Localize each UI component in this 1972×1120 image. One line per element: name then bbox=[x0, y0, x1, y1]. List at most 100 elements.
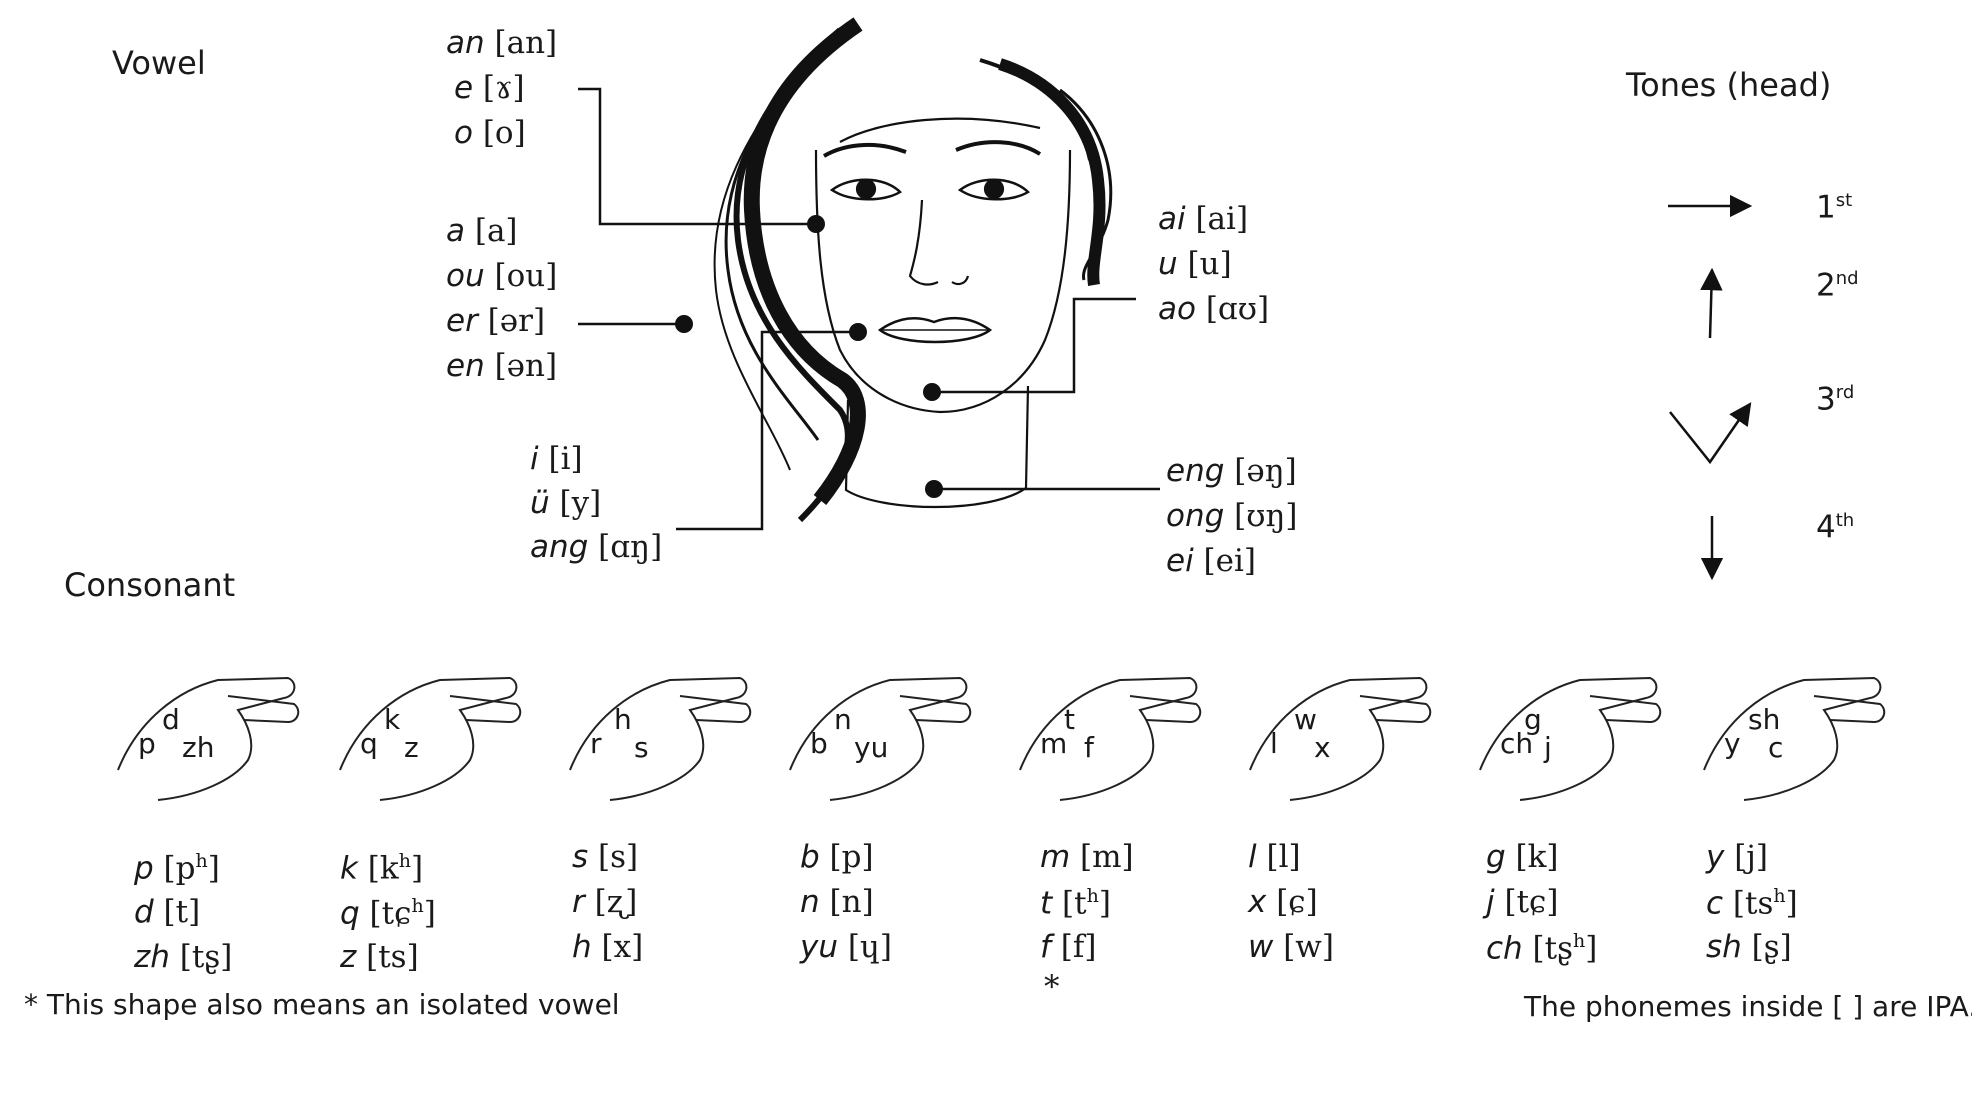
ipa-symbol: [t bbox=[1052, 885, 1087, 922]
consonant-label-j: j [tɕ] bbox=[1486, 887, 1559, 918]
ipa-symbol: [ɑŋ] bbox=[588, 529, 663, 565]
hand-letter-f: f bbox=[1084, 731, 1094, 764]
roman-letter: ao bbox=[1158, 291, 1196, 327]
hand-letter-q: q bbox=[360, 727, 378, 760]
ipa-symbol: [tʂ] bbox=[169, 939, 233, 975]
consonant-label-d: d [t] bbox=[134, 897, 200, 928]
ipa-superscript: h bbox=[398, 850, 411, 872]
ipa-symbol: [w] bbox=[1273, 929, 1334, 965]
consonant-label-m: m [m] bbox=[1040, 842, 1134, 873]
hand-letter-k: k bbox=[384, 703, 401, 736]
vowel-pointer-lines bbox=[578, 87, 1160, 531]
hand-letter-w: w bbox=[1294, 703, 1317, 736]
roman-letter: e bbox=[454, 70, 474, 106]
chin-dot bbox=[923, 383, 941, 401]
hand-letter-n: n bbox=[834, 703, 852, 736]
roman-letter: z bbox=[340, 939, 357, 975]
handshape-3 bbox=[569, 676, 752, 801]
ipa-close-bracket: ] bbox=[1585, 930, 1598, 967]
vowel-label-throat-ong: ong [ʊŋ] bbox=[1166, 501, 1298, 532]
hand-letter-z: z bbox=[404, 731, 419, 764]
consonant-label-f: f [f] bbox=[1040, 932, 1096, 963]
ipa-symbol: [j] bbox=[1724, 839, 1769, 875]
roman-letter: zh bbox=[134, 939, 170, 975]
ipa-superscript: h bbox=[1573, 930, 1586, 952]
hand-letter-y: y bbox=[1724, 727, 1741, 760]
tone-ordinal-suffix: nd bbox=[1835, 268, 1859, 289]
ipa-symbol: [x] bbox=[591, 929, 644, 965]
ipa-symbol: [ou] bbox=[484, 258, 558, 294]
roman-letter: m bbox=[1040, 839, 1071, 875]
roman-letter: n bbox=[800, 884, 820, 920]
tone-label-4: 4th bbox=[1816, 512, 1854, 543]
roman-letter: f bbox=[1040, 929, 1051, 965]
ipa-footnote: The phonemes inside [ ] are IPA. bbox=[1524, 990, 1972, 1023]
hand-letter-g: g bbox=[1524, 703, 1542, 736]
roman-letter: y bbox=[1706, 839, 1725, 875]
consonant-label-h: h [x] bbox=[572, 932, 643, 963]
hand-letter-yu: yu bbox=[854, 731, 889, 764]
tone-ordinal-suffix: st bbox=[1835, 190, 1853, 211]
ipa-superscript: h bbox=[1773, 885, 1786, 907]
roman-letter: yu bbox=[800, 929, 838, 965]
consonant-label-c: c [tsh] bbox=[1706, 887, 1798, 919]
ipa-symbol: [tɕ bbox=[359, 895, 412, 932]
tone-label-3: 3rd bbox=[1816, 384, 1854, 415]
vowel-label-chin-u: u [u] bbox=[1158, 249, 1232, 280]
consonant-label-yu: yu [ɥ] bbox=[800, 932, 892, 963]
ipa-symbol: [n] bbox=[819, 884, 874, 920]
roman-letter: p bbox=[134, 850, 154, 887]
roman-letter: ou bbox=[446, 258, 485, 294]
consonant-label-ch: ch [tʂh] bbox=[1486, 932, 1597, 964]
vowel-label-chin-ai: ai [ai] bbox=[1158, 204, 1248, 235]
ipa-symbol: [ts bbox=[1723, 885, 1774, 922]
roman-letter: ang bbox=[530, 529, 589, 565]
roman-letter: ü bbox=[530, 485, 550, 521]
ipa-symbol: [o] bbox=[472, 115, 526, 151]
roman-letter: h bbox=[572, 929, 592, 965]
ipa-symbol: [ən] bbox=[484, 348, 558, 384]
hand-letter-m: m bbox=[1040, 727, 1068, 760]
ipa-symbol: [m] bbox=[1070, 839, 1134, 875]
roman-letter: g bbox=[1486, 839, 1506, 875]
hand-letter-b: b bbox=[810, 727, 828, 760]
consonant-label-p: p [ph] bbox=[134, 852, 220, 884]
tone-number: 3 bbox=[1816, 381, 1836, 418]
ipa-symbol: [i] bbox=[538, 441, 583, 477]
consonant-header: Consonant bbox=[64, 566, 236, 604]
consonant-label-n: n [n] bbox=[800, 887, 874, 918]
isolated-vowel-footnote: * This shape also means an isolated vowe… bbox=[24, 988, 620, 1021]
cheek-dot bbox=[807, 215, 825, 233]
tone-number: 2 bbox=[1816, 267, 1836, 304]
ipa-close-bracket: ] bbox=[1785, 885, 1798, 922]
consonant-label-s: s [s] bbox=[572, 842, 638, 873]
ipa-symbol: [l] bbox=[1256, 839, 1301, 875]
hand-letter-s: s bbox=[634, 731, 649, 764]
roman-letter: u bbox=[1158, 246, 1178, 282]
roman-letter: b bbox=[800, 839, 820, 875]
ipa-symbol: [p bbox=[153, 850, 196, 887]
roman-letter: w bbox=[1248, 929, 1274, 965]
ipa-superscript: h bbox=[195, 850, 208, 872]
roman-letter: o bbox=[454, 115, 473, 151]
roman-letter: ei bbox=[1166, 543, 1194, 579]
ipa-symbol: [ai] bbox=[1185, 201, 1249, 237]
hand-letter-l: l bbox=[1270, 727, 1278, 760]
roman-letter: ch bbox=[1486, 930, 1523, 967]
vowel-label-throat-eng: eng [əŋ] bbox=[1166, 456, 1297, 487]
handshape-6 bbox=[1249, 676, 1432, 801]
roman-letter: q bbox=[340, 895, 360, 932]
tone-label-2: 2nd bbox=[1816, 270, 1859, 301]
ipa-symbol: [a] bbox=[465, 213, 518, 249]
hand-letter-d: d bbox=[162, 703, 180, 736]
roman-letter: sh bbox=[1706, 929, 1742, 965]
consonant-label-w: w [w] bbox=[1248, 932, 1334, 963]
vowel-label-side-ang: ang [ɑŋ] bbox=[530, 532, 662, 563]
ipa-symbol: [ɥ] bbox=[838, 929, 893, 965]
roman-letter: i bbox=[530, 441, 539, 477]
consonant-label-q: q [tɕh] bbox=[340, 897, 436, 929]
hand-letter-r: r bbox=[590, 727, 602, 760]
roman-letter: c bbox=[1706, 885, 1724, 922]
isolated-vowel-asterisk: * bbox=[1044, 969, 1060, 1005]
